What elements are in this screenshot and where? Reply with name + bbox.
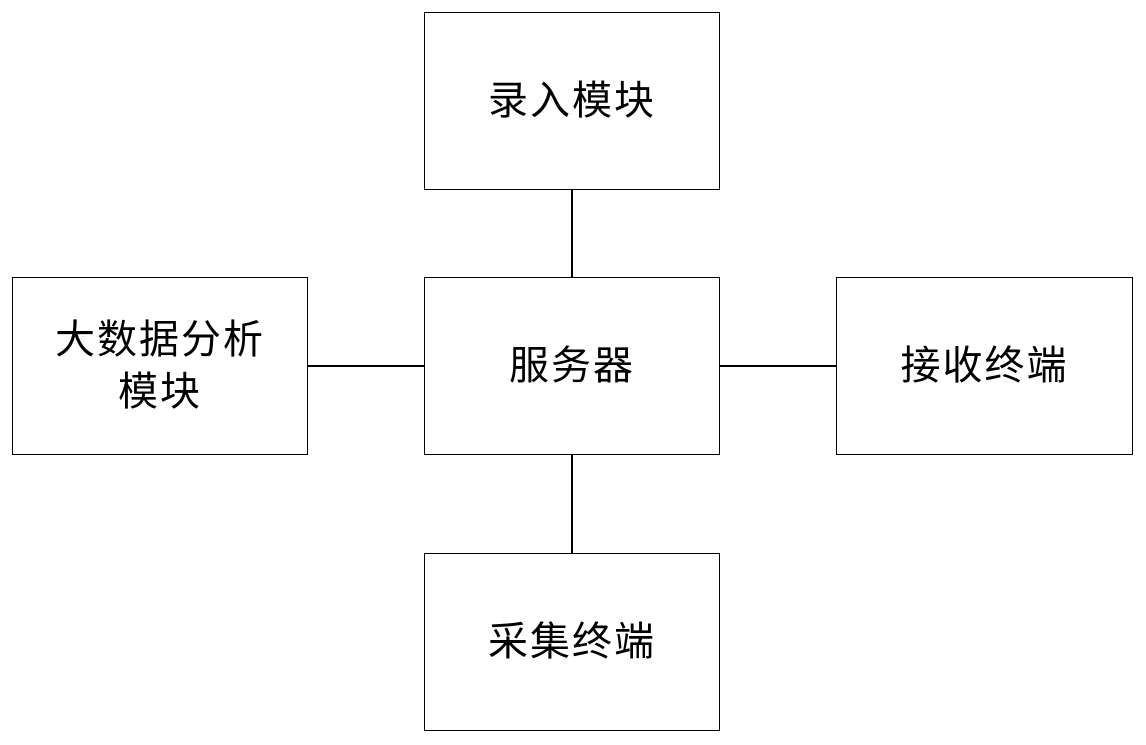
entry-module-label: 录入模块 <box>488 78 656 124</box>
receiving-terminal-box: 接收终端 <box>836 277 1133 455</box>
server-label: 服务器 <box>509 343 635 389</box>
receiving-terminal-label: 接收终端 <box>900 343 1069 389</box>
connector-center-bottom <box>571 454 573 554</box>
server-box: 服务器 <box>424 277 720 455</box>
big-data-analysis-module-label: 大数据分析 模块 <box>55 317 265 415</box>
entry-module-box: 录入模块 <box>424 12 720 190</box>
connector-center-right <box>719 365 837 367</box>
collection-terminal-label: 采集终端 <box>488 619 656 665</box>
collection-terminal-box: 采集终端 <box>424 553 720 731</box>
connector-left-center <box>307 365 425 367</box>
big-data-analysis-module-box: 大数据分析 模块 <box>12 277 308 455</box>
connector-top-center <box>571 189 573 278</box>
